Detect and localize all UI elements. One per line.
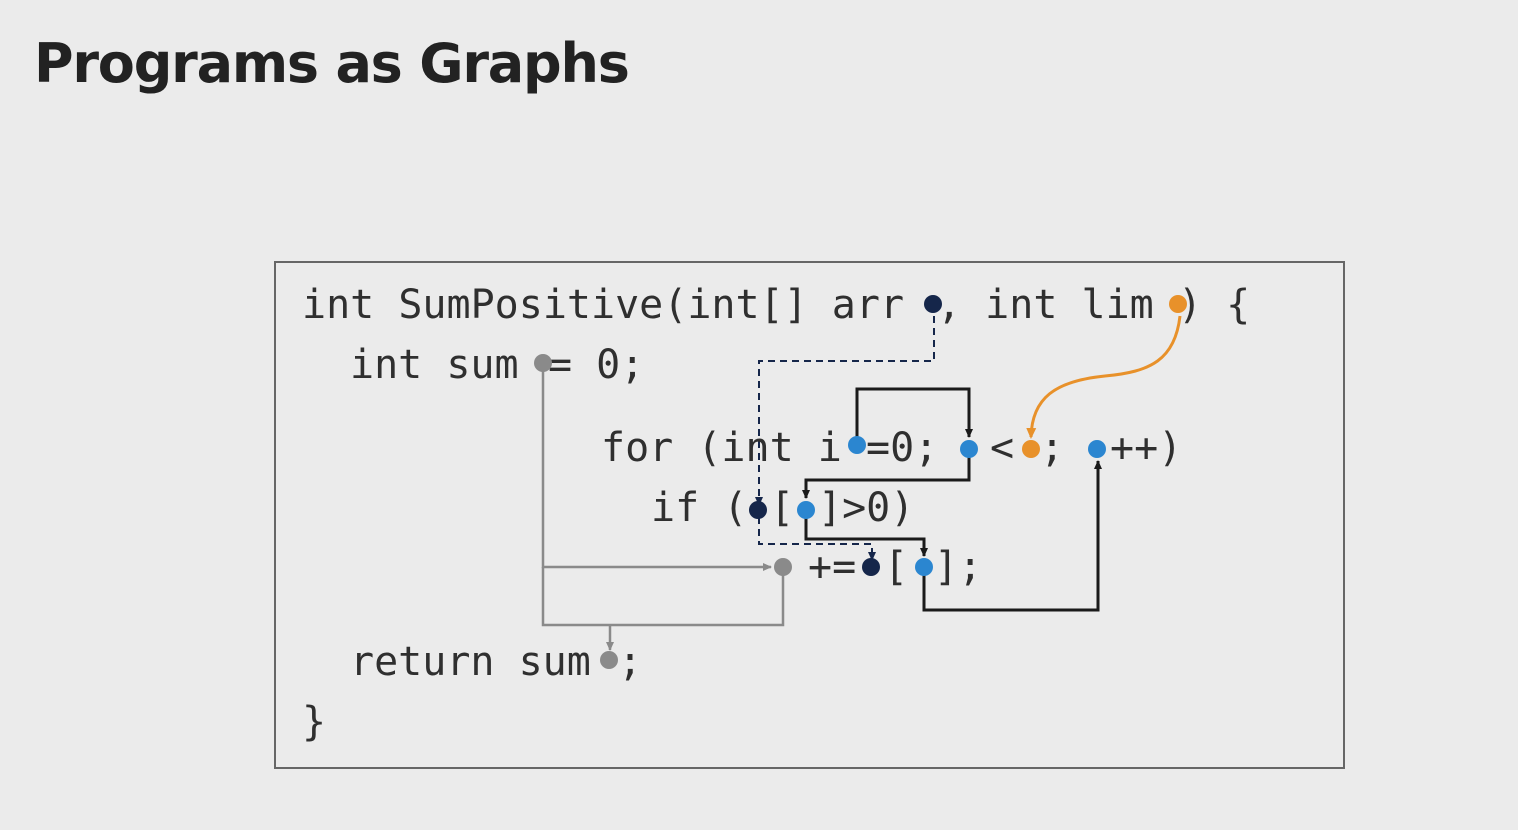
- condition-to-if-index-edge: [802, 449, 971, 499]
- i-increment-node: [1088, 440, 1106, 458]
- arr-dataflow-edge: [755, 316, 935, 506]
- arr-sum-node: [862, 558, 880, 576]
- code-line-4b: [: [770, 485, 794, 531]
- slide-title: Programs as Graphs: [34, 32, 630, 95]
- code-listing: int SumPositive(int[] arr , int lim ) { …: [302, 282, 1250, 745]
- i-sum-node: [915, 558, 933, 576]
- sum-index-to-increment-edge: [922, 460, 1102, 612]
- arr-if-node: [749, 501, 767, 519]
- sum-return-node: [600, 651, 618, 669]
- lim-param-node: [1169, 295, 1187, 313]
- sum-decl-node: [534, 354, 552, 372]
- lim-use-node: [1022, 440, 1040, 458]
- code-line-6b: ;: [618, 639, 642, 685]
- code-line-1c: ) {: [1178, 282, 1250, 328]
- code-line-3d: ;: [1040, 425, 1064, 471]
- dataflow-edges: [541, 315, 1182, 651]
- code-line-3b: =0;: [866, 425, 938, 471]
- i-if-node: [797, 501, 815, 519]
- sum-update-node: [774, 558, 792, 576]
- code-line-5a: +=: [808, 544, 856, 590]
- code-line-6a: return sum: [350, 639, 591, 685]
- arr-dataflow-edge-2: [758, 505, 876, 561]
- code-line-2a: int sum: [350, 342, 519, 388]
- if-index-to-sum-index-edge: [804, 512, 928, 557]
- code-line-1a: int SumPositive(int[] arr: [302, 282, 904, 328]
- code-line-2b: = 0;: [548, 342, 644, 388]
- init-to-condition-edge: [855, 387, 973, 443]
- lim-dataflow-edge: [1026, 315, 1182, 439]
- code-line-4a: if (: [651, 485, 747, 531]
- code-line-7a: }: [302, 699, 326, 745]
- code-line-1b: , int lim: [937, 282, 1154, 328]
- code-line-3e: ++): [1110, 425, 1182, 471]
- code-line-3c: <: [990, 425, 1014, 471]
- code-line-5b: [: [884, 544, 908, 590]
- graph-nodes: [534, 295, 1187, 669]
- i-init-node: [848, 436, 866, 454]
- i-condition-node: [960, 440, 978, 458]
- arr-param-node: [924, 295, 942, 313]
- sum-to-return-edge: [541, 567, 785, 627]
- code-line-4c: ]>0): [818, 485, 914, 531]
- code-line-3a: for (int i: [601, 425, 842, 471]
- code-line-5c: ];: [934, 544, 982, 590]
